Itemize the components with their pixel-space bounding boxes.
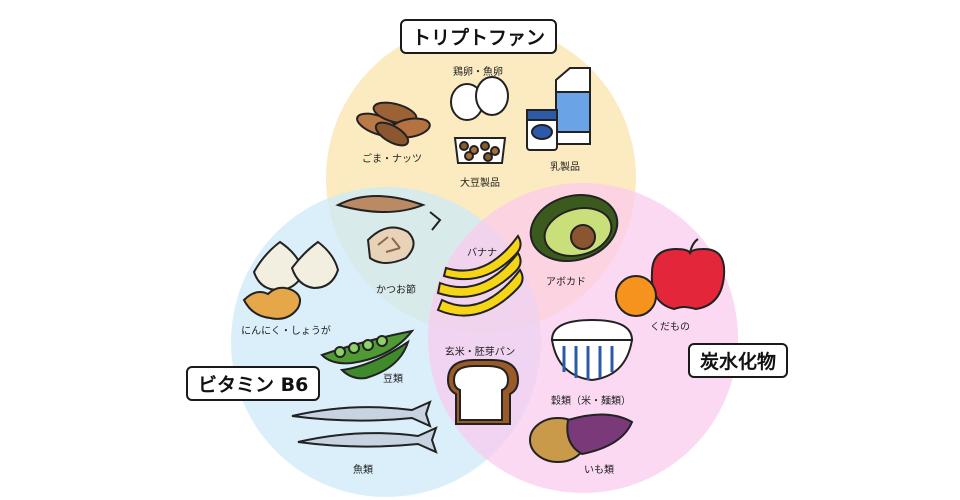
label-garlic-ginger: にんにく・しょうが xyxy=(241,326,331,337)
rice-bowl-icon xyxy=(550,318,634,382)
label-banana: バナナ xyxy=(467,248,497,259)
label-grains: 穀類（米・麺類） xyxy=(551,396,631,407)
avocado-icon xyxy=(529,194,619,262)
katsuobushi-icon xyxy=(335,195,442,264)
label-potatoes: いも類 xyxy=(584,465,614,476)
soy-icon xyxy=(453,137,507,164)
fruit-icon xyxy=(615,238,726,317)
beans-icon xyxy=(320,329,415,380)
label-soy: 大豆製品 xyxy=(460,178,500,189)
label-avocado: アボカド xyxy=(546,277,586,288)
label-sesame-nuts: ごま・ナッツ xyxy=(362,154,422,165)
label-brown-rice-bread: 玄米・胚芽パン xyxy=(444,347,516,358)
label-fruit: くだもの xyxy=(650,322,690,333)
banana-icon xyxy=(436,234,524,317)
carbs-title: 炭水化物 xyxy=(688,343,789,378)
dairy-icon xyxy=(526,67,591,151)
fish-icon xyxy=(291,400,438,454)
potato-icon xyxy=(529,413,634,463)
label-katsuobushi: かつお節 xyxy=(376,285,416,296)
vitamin-b6-title: ビタミン B6 xyxy=(186,366,321,401)
garlic-ginger-icon xyxy=(242,240,340,320)
bread-icon xyxy=(446,359,520,425)
tryptophan-title: トリプトファン xyxy=(400,19,558,54)
egg-icon xyxy=(450,76,509,121)
label-beans: 豆類 xyxy=(383,374,403,385)
nuts-icon xyxy=(356,101,431,147)
label-eggs: 鶏卵・魚卵 xyxy=(453,67,503,78)
label-fish: 魚類 xyxy=(353,465,373,476)
label-dairy: 乳製品 xyxy=(550,162,580,173)
